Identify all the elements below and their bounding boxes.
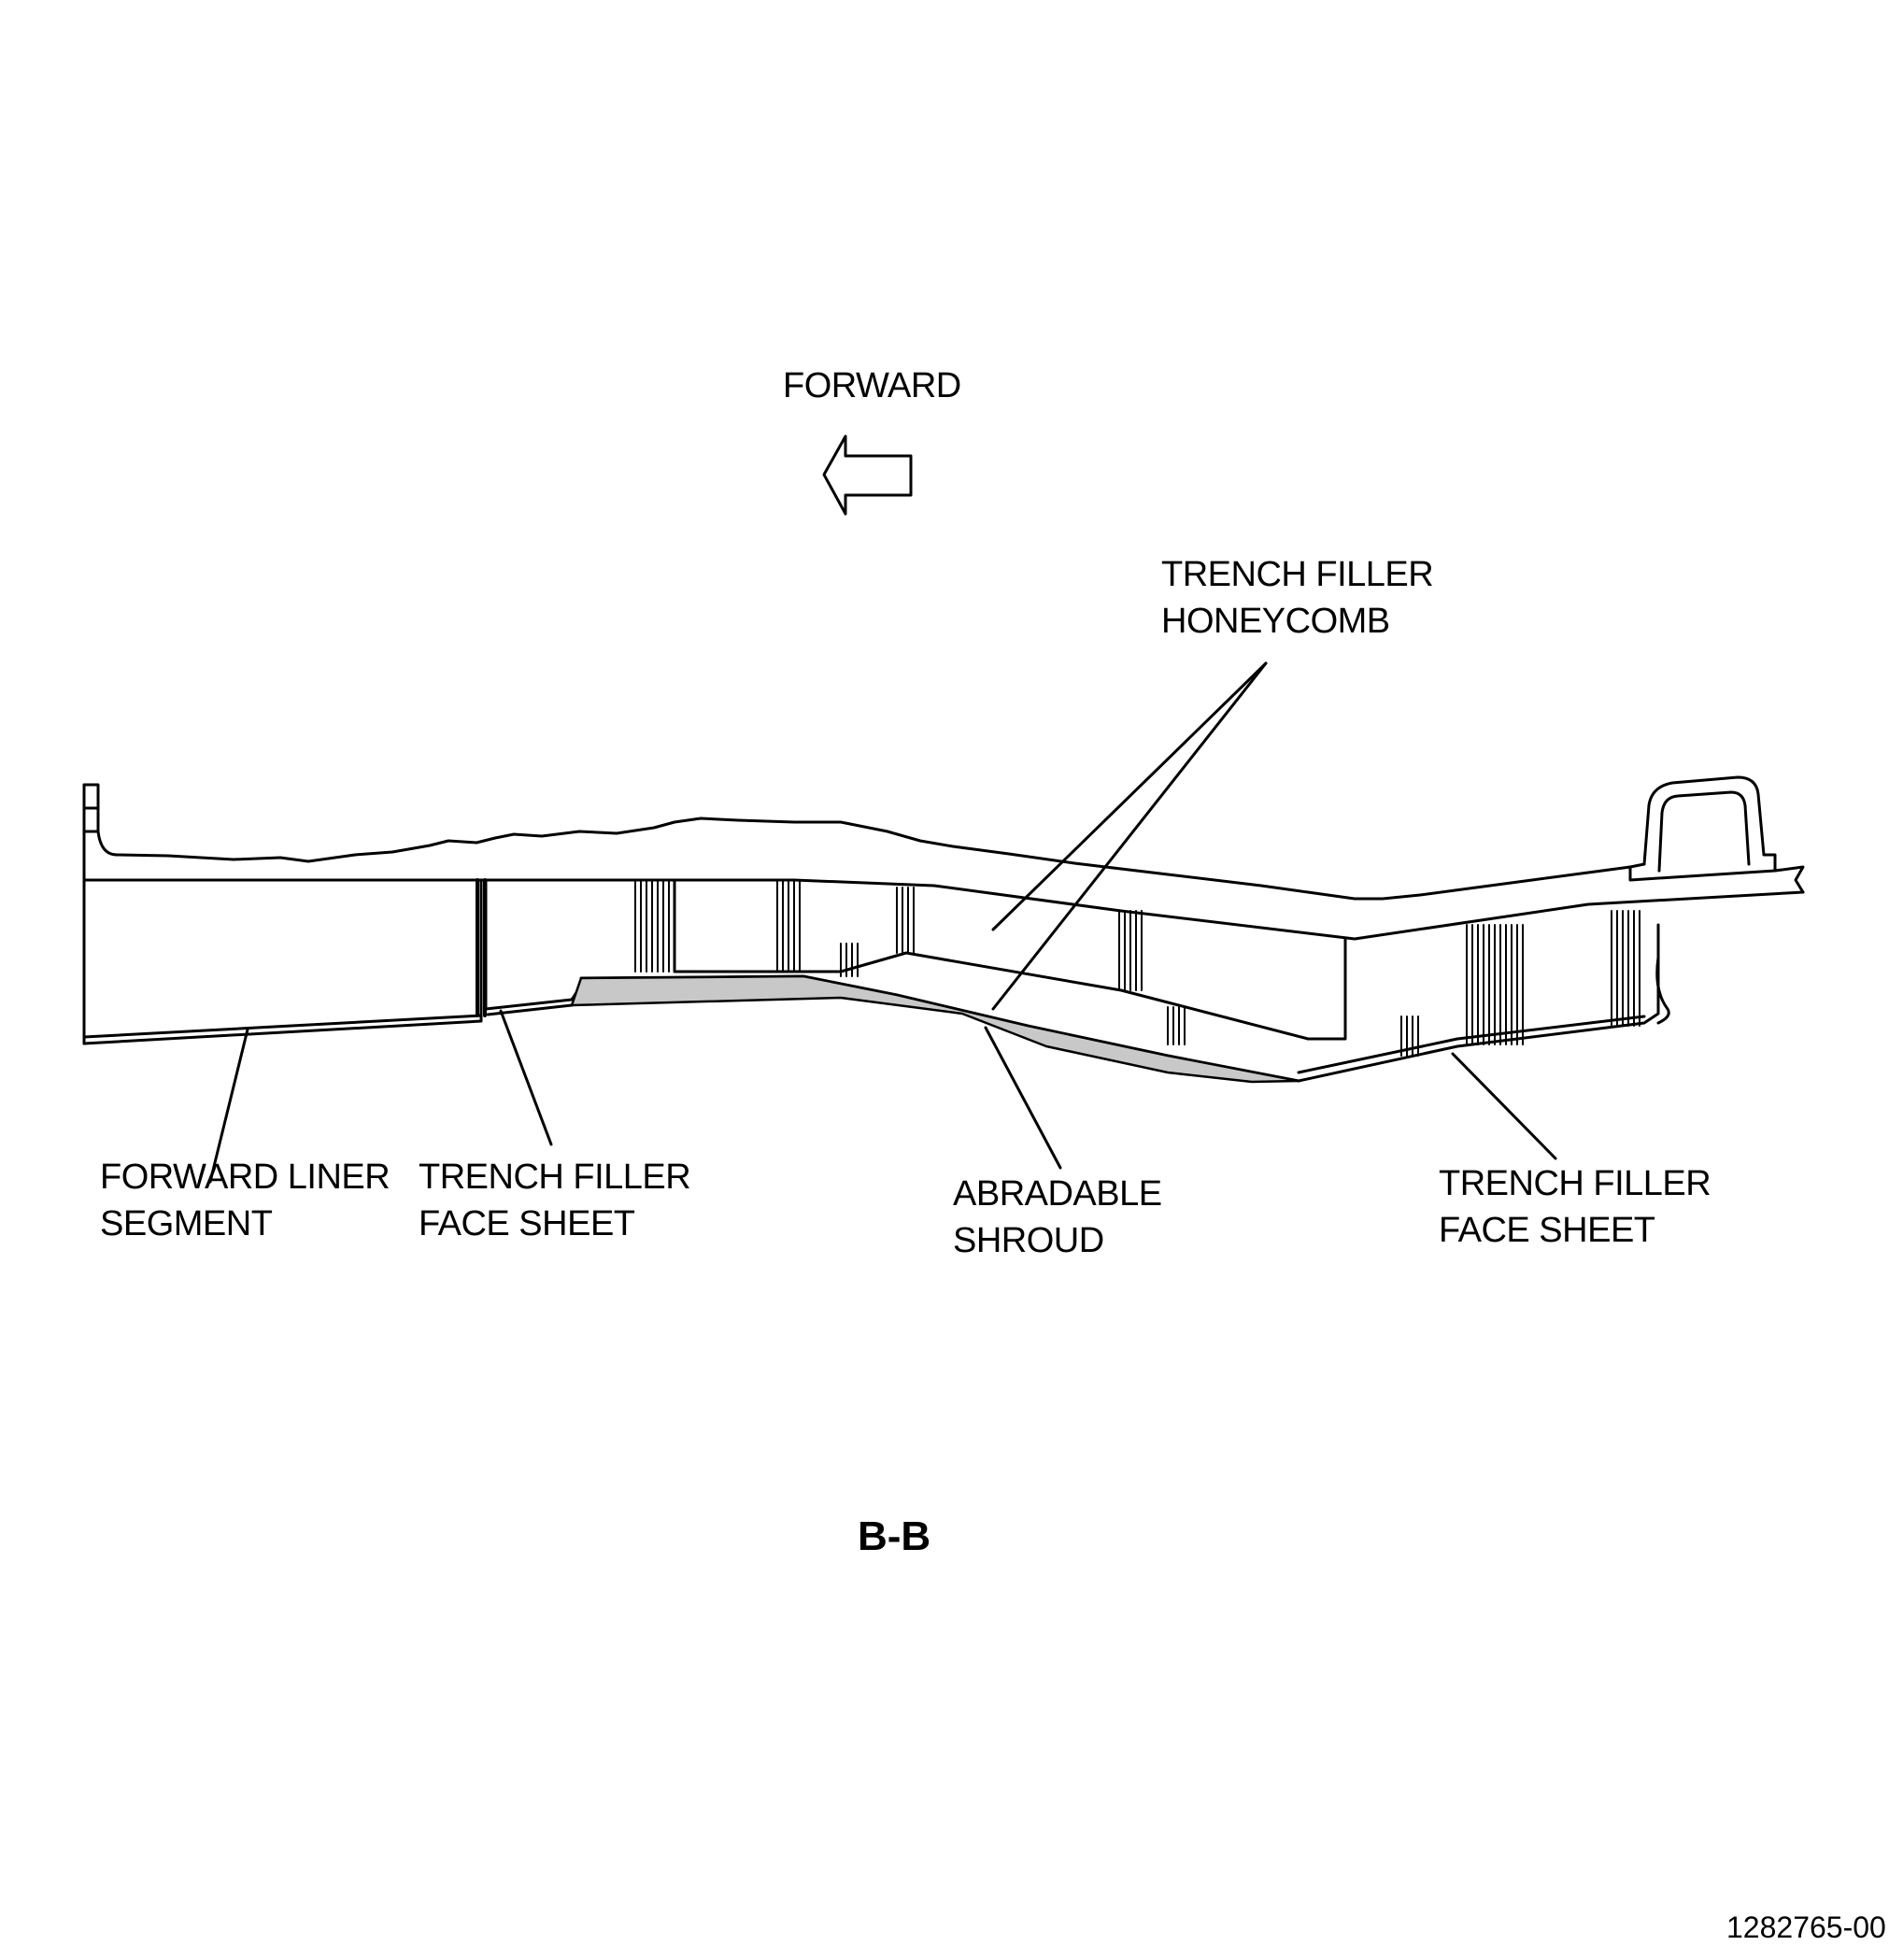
callout-trench-filler-honeycomb: TRENCH FILLER HONEYCOMB	[1161, 551, 1434, 645]
leader-honeycomb-1	[991, 661, 1268, 931]
forward-label: FORWARD	[783, 366, 961, 405]
leader-face-sheet-left	[499, 1009, 553, 1146]
callout-line: TRENCH FILLER	[1439, 1164, 1711, 1203]
section-title: B-B	[858, 1513, 931, 1559]
callout-line: FORWARD LINER	[100, 1158, 391, 1197]
callout-line: FACE SHEET	[1439, 1211, 1655, 1250]
abradable-shroud	[570, 974, 1300, 1084]
callout-line: TRENCH FILLER	[1161, 555, 1434, 594]
honeycomb-cells	[634, 879, 1640, 1057]
callout-line: SEGMENT	[100, 1204, 273, 1243]
callout-line: ABRADABLE	[953, 1174, 1162, 1214]
callout-line: TRENCH FILLER	[419, 1158, 691, 1197]
callout-trench-filler-face-sheet-left: TRENCH FILLER FACE SHEET	[419, 1154, 691, 1247]
leader-abradable	[984, 1026, 1062, 1170]
callout-abradable-shroud: ABRADABLE SHROUD	[953, 1171, 1162, 1264]
leader-forward-liner	[208, 1028, 249, 1184]
left-arrow-icon	[822, 434, 913, 516]
callout-line: FACE SHEET	[419, 1204, 635, 1243]
callout-forward-liner-segment: FORWARD LINER SEGMENT	[100, 1154, 391, 1247]
callout-trench-filler-face-sheet-right: TRENCH FILLER FACE SHEET	[1439, 1160, 1711, 1254]
leader-honeycomb-2	[991, 661, 1268, 1011]
leader-face-sheet-right	[1451, 1052, 1557, 1160]
callout-line: HONEYCOMB	[1161, 602, 1390, 641]
callout-line: SHROUD	[953, 1221, 1104, 1260]
liner-assembly	[82, 775, 1805, 1083]
figure-number: 1282765-00	[1726, 1910, 1886, 1944]
leader-lines	[208, 661, 1557, 1184]
